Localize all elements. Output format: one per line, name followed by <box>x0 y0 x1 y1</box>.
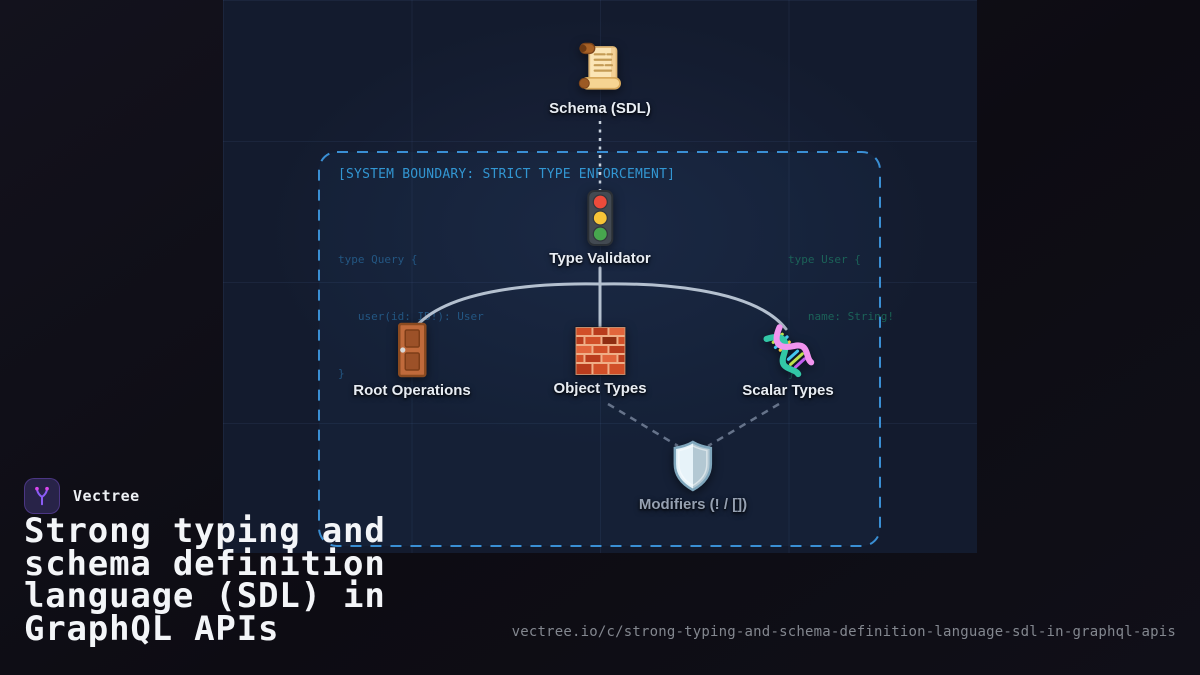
node-label: Root Operations <box>353 382 471 399</box>
brand-name: Vectree <box>73 487 140 505</box>
canonical-url: vectree.io/c/strong-typing-and-schema-de… <box>511 624 1176 640</box>
shield-icon <box>672 440 714 492</box>
brand-lockup: Vectree <box>24 478 140 514</box>
door-icon <box>392 322 432 378</box>
node-object-types: Object Types <box>553 326 647 397</box>
bricks-icon <box>574 326 626 376</box>
traffic-light-icon <box>582 190 618 246</box>
node-schema-sdl: Schema (SDL) <box>549 38 651 117</box>
system-boundary-label: [SYSTEM BOUNDARY: STRICT TYPE ENFORCEMEN… <box>338 167 676 182</box>
node-type-validator: Type Validator <box>549 190 651 267</box>
scroll-icon <box>571 38 629 96</box>
node-label: Scalar Types <box>742 382 834 399</box>
dna-icon <box>760 322 816 378</box>
node-label: Object Types <box>553 380 647 397</box>
node-modifiers: Modifiers (! / []) <box>639 440 747 513</box>
node-scalar-types: Scalar Types <box>742 322 834 399</box>
node-root-operations: Root Operations <box>353 322 471 399</box>
node-label: Schema (SDL) <box>549 100 651 117</box>
title-line: Strong typing and <box>24 511 386 551</box>
vectree-branch-icon <box>35 486 49 506</box>
title-line: GraphQL APIs <box>24 608 280 649</box>
page-title: Strong typing and schema definition lang… <box>24 511 386 649</box>
vectree-logo <box>24 478 60 514</box>
node-label: Type Validator <box>549 250 651 267</box>
title-line: schema definition <box>24 543 386 584</box>
title-line: language (SDL) in <box>24 576 386 616</box>
code-line: type User { <box>788 253 861 266</box>
code-line: type Query { <box>338 253 418 266</box>
node-label: Modifiers (! / []) <box>638 496 748 513</box>
